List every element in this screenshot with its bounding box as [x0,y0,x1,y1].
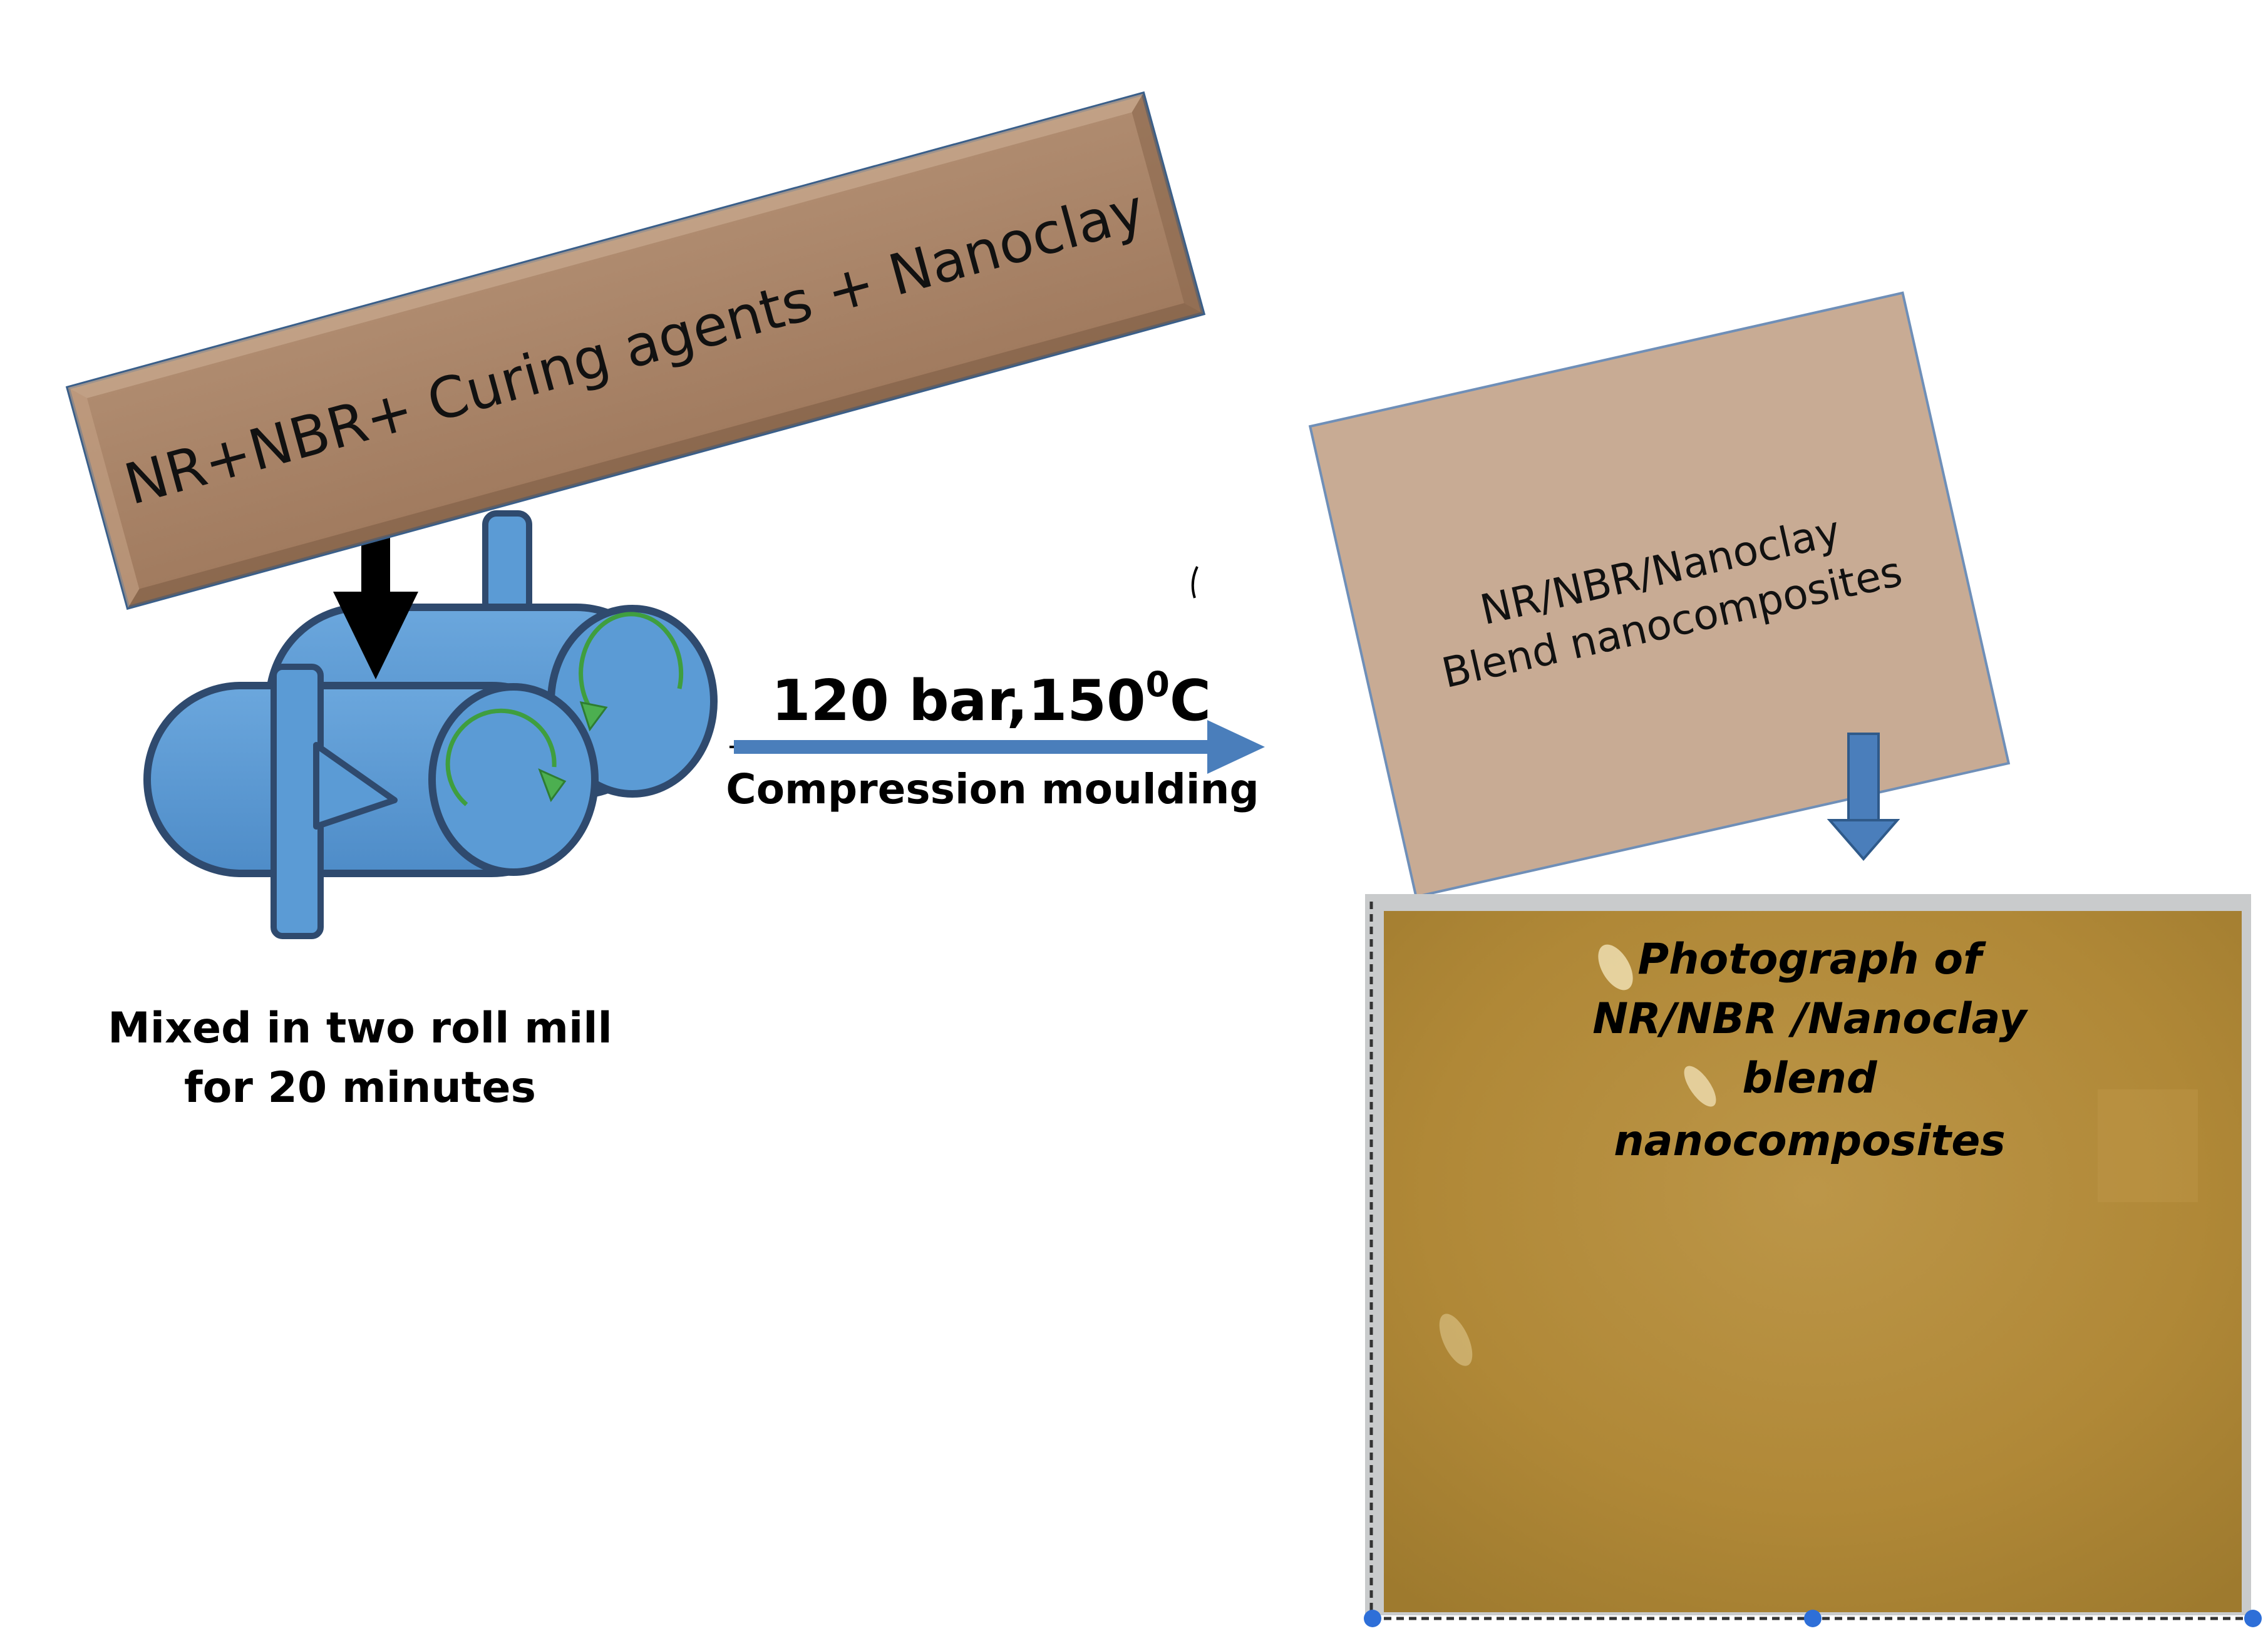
resize-handle-icon[interactable] [1804,1610,1822,1627]
resize-handle-icon[interactable] [2244,1610,2262,1627]
photo-caption-line2: NR/NBR /Nanoclay [1592,994,2028,1044]
mill-caption-line2: for 20 minutes [184,1063,536,1113]
conditions-unit: C [1170,668,1211,734]
product-box: NR/NBR/Nanoclay Blend nanocomposites [1310,293,2009,897]
photo-caption-line1: Photograph of [1637,935,1986,984]
back-feed-pipe [485,513,529,614]
front-roller [147,686,595,873]
conditions-value: 120 bar,150 [771,668,1146,734]
photo-caption-line3: blend [1742,1054,1878,1103]
degree-superscript: 0 [1146,664,1170,704]
process-conditions: 120 bar,1500C [771,664,1211,734]
photo-caption-line4: nanocomposites [1614,1116,2006,1166]
compression-moulding-label: Compression moulding [726,765,1259,813]
resize-handle-icon[interactable] [1364,1610,1381,1627]
ingredients-box: NR+NBR+ Curing agents + Nanoclay [68,94,1204,608]
sample-photograph: Photograph of NR/NBR /Nanoclay blend nan… [1364,894,2262,1627]
mill-caption-line1: Mixed in two roll mill [108,1004,612,1053]
